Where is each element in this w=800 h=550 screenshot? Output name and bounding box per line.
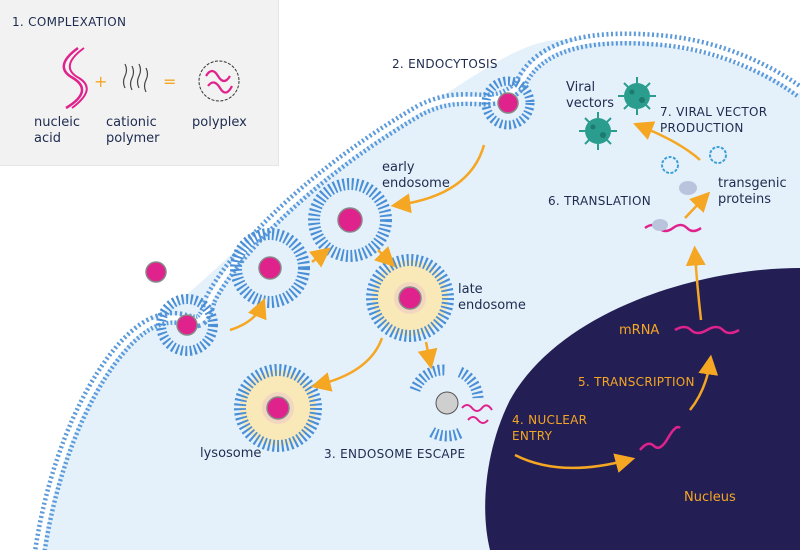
early-endosome-label: early endosome [382, 160, 450, 191]
arrow-mrna-export [685, 245, 706, 321]
arrow-early-to-late-endosome [374, 246, 396, 268]
dna-helix-icon [62, 46, 88, 110]
lysosome-label: lysosome [200, 446, 262, 461]
lysosome [234, 364, 322, 452]
endocytic-vesicle [230, 228, 310, 308]
polymer-strands-icon [122, 63, 149, 93]
arrow-transcription [689, 354, 719, 411]
free-polyplex [145, 261, 167, 283]
protein-icon [661, 156, 679, 174]
process-arrows [229, 121, 719, 473]
protein-icon [709, 146, 727, 164]
arrow-late-endosome-to-lysosome [310, 337, 384, 392]
step-translation: 6. TRANSLATION [548, 194, 651, 208]
polyplex-label: polyplex [192, 115, 247, 130]
step-endocytosis: 2. ENDOCYTOSIS [392, 57, 498, 71]
equals-operator: = [163, 72, 177, 91]
ribosome-icon [679, 181, 697, 195]
arrow-endocytosis-to-early-endosome [390, 144, 486, 214]
arrow-vesicle-to-early-endosome [308, 247, 331, 268]
arrow-viral-production [633, 121, 701, 161]
plus-operator: + [94, 72, 108, 91]
arrow-late-endosome-to-escape [417, 341, 438, 370]
step-viral-vector-production: 7. VIRAL VECTOR PRODUCTION [660, 105, 768, 135]
arrow-nuclear-entry [514, 453, 636, 473]
transgenic-proteins-label: transgenic proteins [718, 176, 787, 207]
early-endosome [308, 178, 392, 262]
escaping-endosome [409, 364, 493, 442]
viral-vector-icon [618, 77, 656, 115]
viral-vectors-label: Viral vectors [566, 80, 615, 111]
late-endosome [366, 254, 454, 342]
endocytic-vesicle [156, 294, 218, 356]
cell-membrane [33, 31, 800, 550]
mrna-label: mRNA [619, 323, 660, 338]
mrna-ribosome-icon [644, 219, 702, 233]
nucleic-acid-label: nucleic acid [34, 115, 80, 146]
step-endosome-escape: 3. ENDOSOME ESCAPE [324, 447, 466, 461]
nucleus [485, 268, 800, 550]
viral-vector-icon [579, 112, 617, 150]
arrow-vesicle-to-vesicle [229, 298, 267, 332]
polyplex-icon [198, 60, 240, 102]
mrna-in-nucleus-icon [674, 325, 740, 335]
cationic-polymer-label: cationic polymer [106, 115, 160, 146]
late-endosome-label: late endosome [458, 282, 526, 313]
dna-in-nucleus-icon [639, 425, 681, 451]
endocytosis-vesicle [481, 76, 535, 130]
arrow-translation [684, 191, 711, 219]
legend-title: 1. COMPLEXATION [12, 15, 127, 29]
nucleus-label: Nucleus [684, 490, 736, 505]
complexation-legend: 1. COMPLEXATION + = nucleic acid cationi… [0, 0, 279, 166]
step-transcription: 5. TRANSCRIPTION [578, 375, 695, 389]
step-nuclear-entry: 4. NUCLEAR ENTRY [512, 413, 588, 443]
